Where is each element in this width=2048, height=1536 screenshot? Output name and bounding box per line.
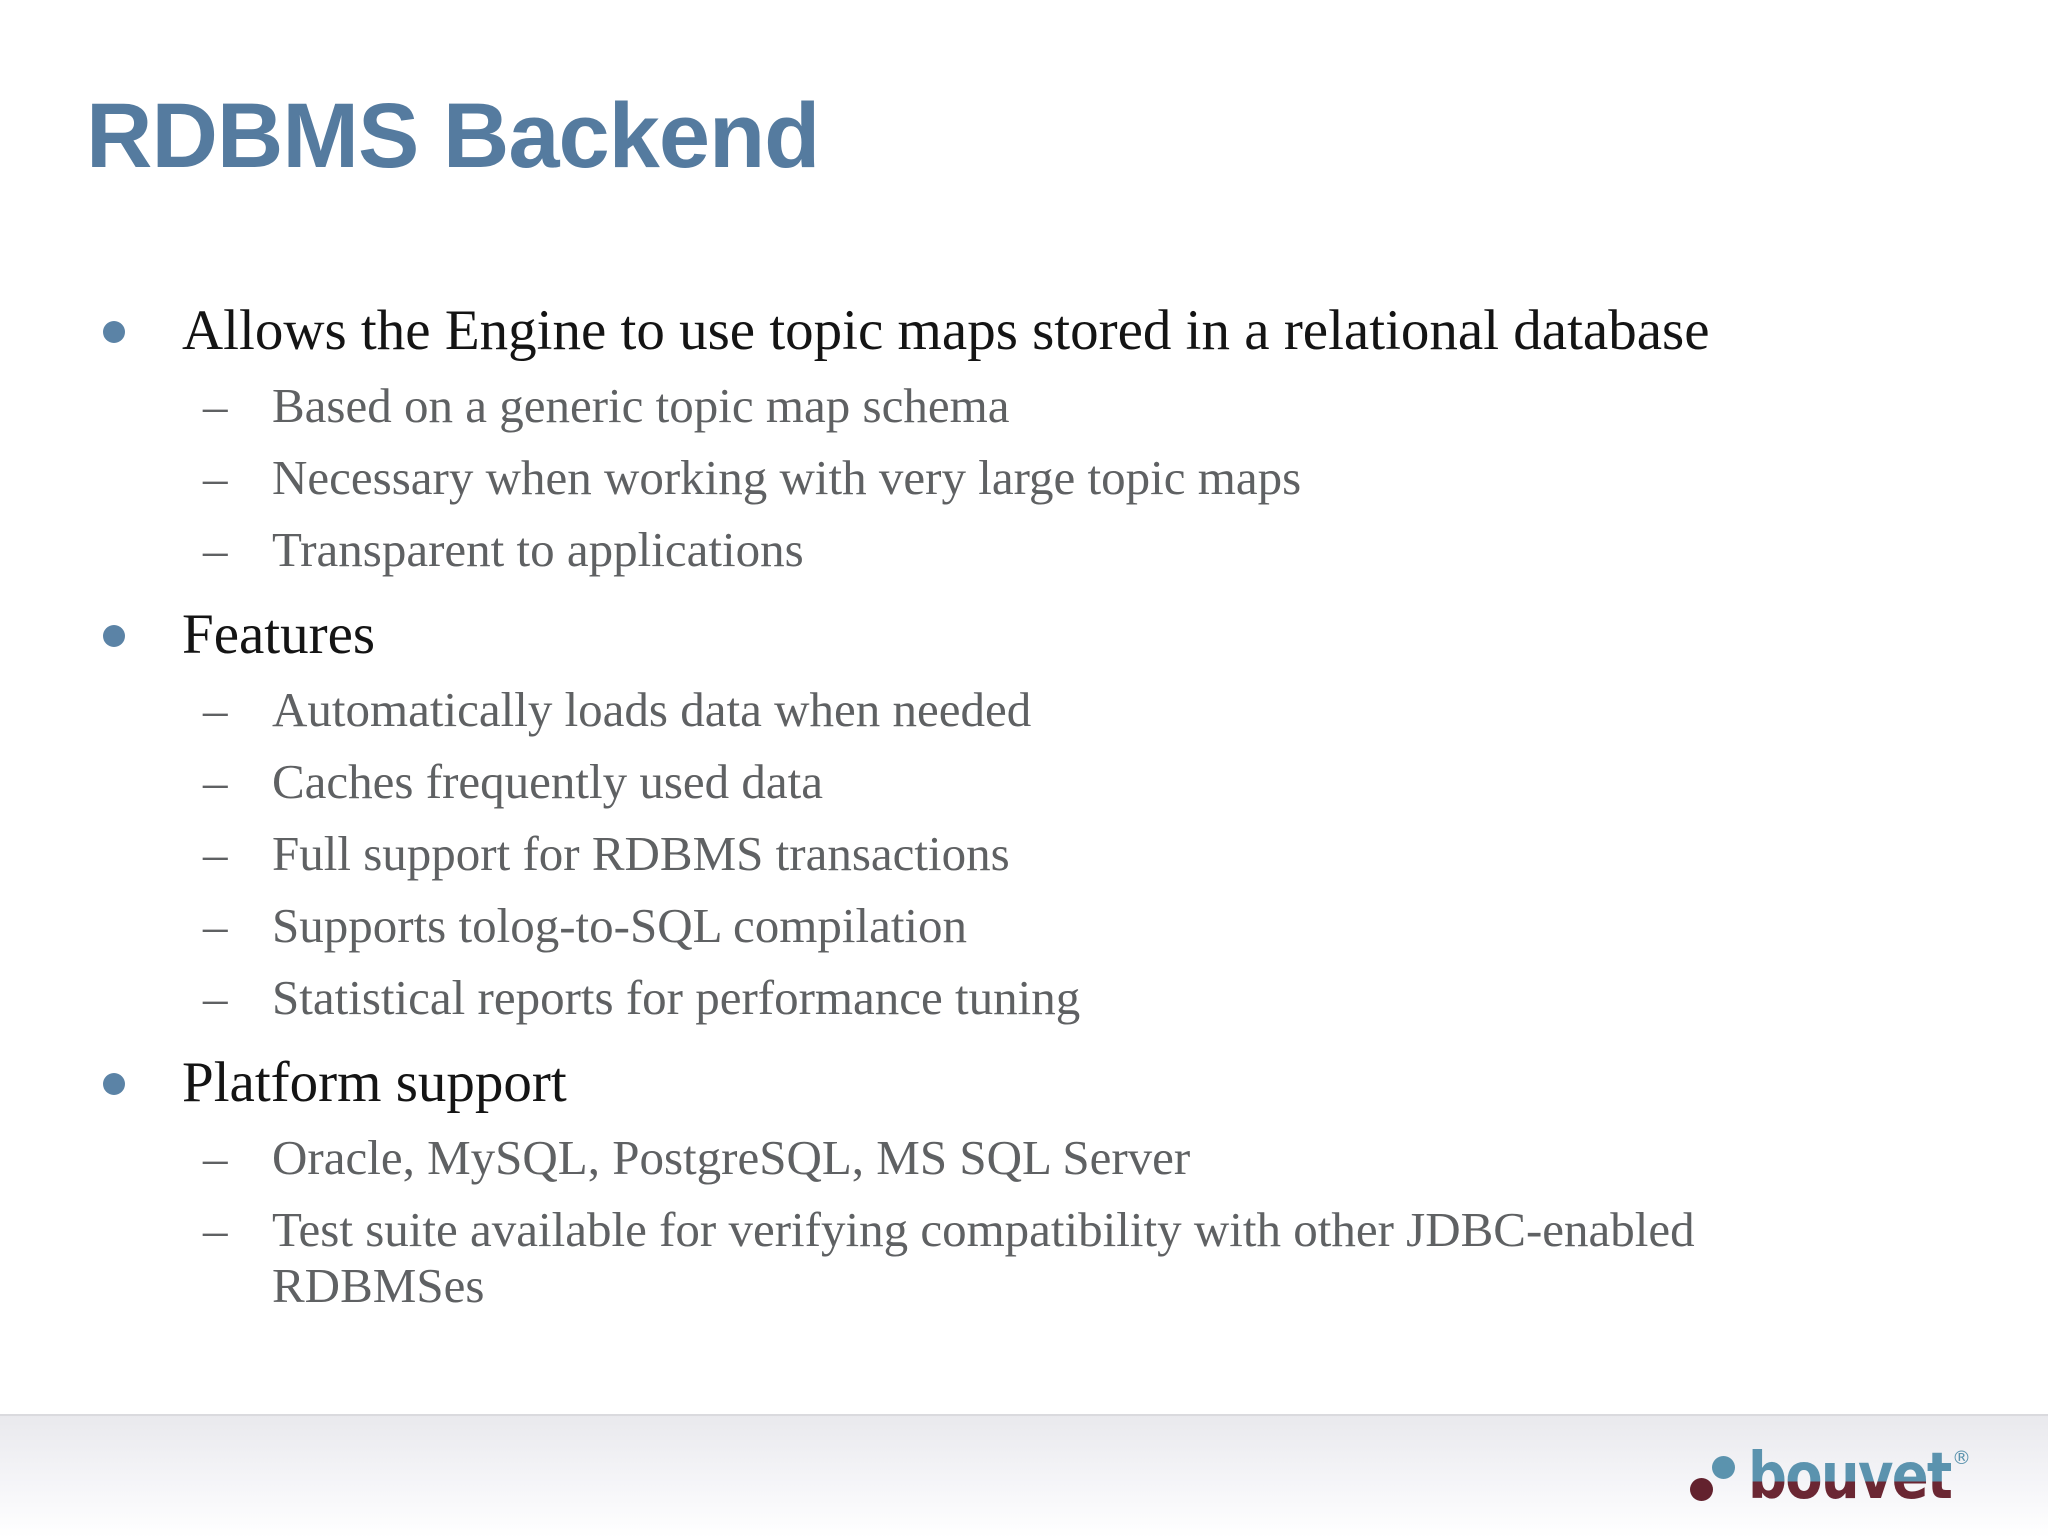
bullet-text: Platform support [182, 1051, 567, 1114]
bullet-dot-icon [103, 1073, 125, 1095]
bullet-list: Allows the Engine to use topic maps stor… [0, 298, 2048, 1314]
sub-bullet-text: Based on a generic topic map schema [272, 378, 1010, 433]
logo-dot-blue-icon [1712, 1456, 1735, 1479]
sub-bullet-text: Automatically loads data when needed [272, 682, 1032, 737]
bullet-text: Allows the Engine to use topic maps stor… [182, 299, 1710, 362]
bullet-item: Features [0, 602, 1798, 668]
sub-bullet-item: – Based on a generic topic map schema [0, 378, 1798, 434]
sub-bullet-text: Full support for RDBMS transactions [272, 826, 1010, 881]
sub-bullet-item: – Statistical reports for performance tu… [0, 970, 1798, 1026]
dash-marker: – [203, 1130, 228, 1185]
dash-marker: – [203, 682, 228, 737]
sub-bullet-item: – Oracle, MySQL, PostgreSQL, MS SQL Serv… [0, 1130, 1798, 1186]
bouvet-logo: bouvet ® [1690, 1445, 2020, 1515]
sub-bullet-text: Caches frequently used data [272, 754, 824, 809]
sub-bullet-item: – Supports tolog-to-SQL compilation [0, 898, 1798, 954]
bullet-item: Platform support [0, 1050, 1798, 1116]
dash-marker: – [203, 450, 228, 505]
dash-marker: – [203, 378, 228, 433]
bullet-dot-icon [103, 625, 125, 647]
dash-marker: – [203, 970, 228, 1025]
bullet-text: Features [182, 603, 376, 666]
dash-marker: – [203, 898, 228, 953]
sub-bullet-text: Test suite available for verifying compa… [272, 1202, 1695, 1313]
sub-bullet-item: – Caches frequently used data [0, 754, 1798, 810]
dash-marker: – [203, 1202, 228, 1257]
dash-marker: – [203, 826, 228, 881]
sub-bullet-item: – Necessary when working with very large… [0, 450, 1798, 506]
bullet-item: Allows the Engine to use topic maps stor… [0, 298, 1798, 364]
bullet-dot-icon [103, 321, 125, 343]
sub-bullet-item: – Automatically loads data when needed [0, 682, 1798, 738]
dash-marker: – [203, 754, 228, 809]
sub-bullet-text: Statistical reports for performance tuni… [272, 970, 1081, 1025]
dash-marker: – [203, 522, 228, 577]
sub-bullet-item: – Test suite available for verifying com… [0, 1202, 1798, 1314]
page-title: RDBMS Backend [86, 85, 820, 187]
sub-bullet-text: Supports tolog-to-SQL compilation [272, 898, 968, 953]
sub-bullet-text: Oracle, MySQL, PostgreSQL, MS SQL Server [272, 1130, 1191, 1185]
sub-bullet-text: Necessary when working with very large t… [272, 450, 1302, 505]
registered-trademark-icon: ® [1952, 1447, 1971, 1469]
sub-bullet-item: – Full support for RDBMS transactions [0, 826, 1798, 882]
sub-bullet-text: Transparent to applications [272, 522, 804, 577]
logo-wordmark: bouvet [1748, 1440, 1953, 1514]
logo-dot-maroon-icon [1690, 1478, 1713, 1501]
footer-band [0, 1414, 2048, 1536]
sub-bullet-item: – Transparent to applications [0, 522, 1798, 578]
